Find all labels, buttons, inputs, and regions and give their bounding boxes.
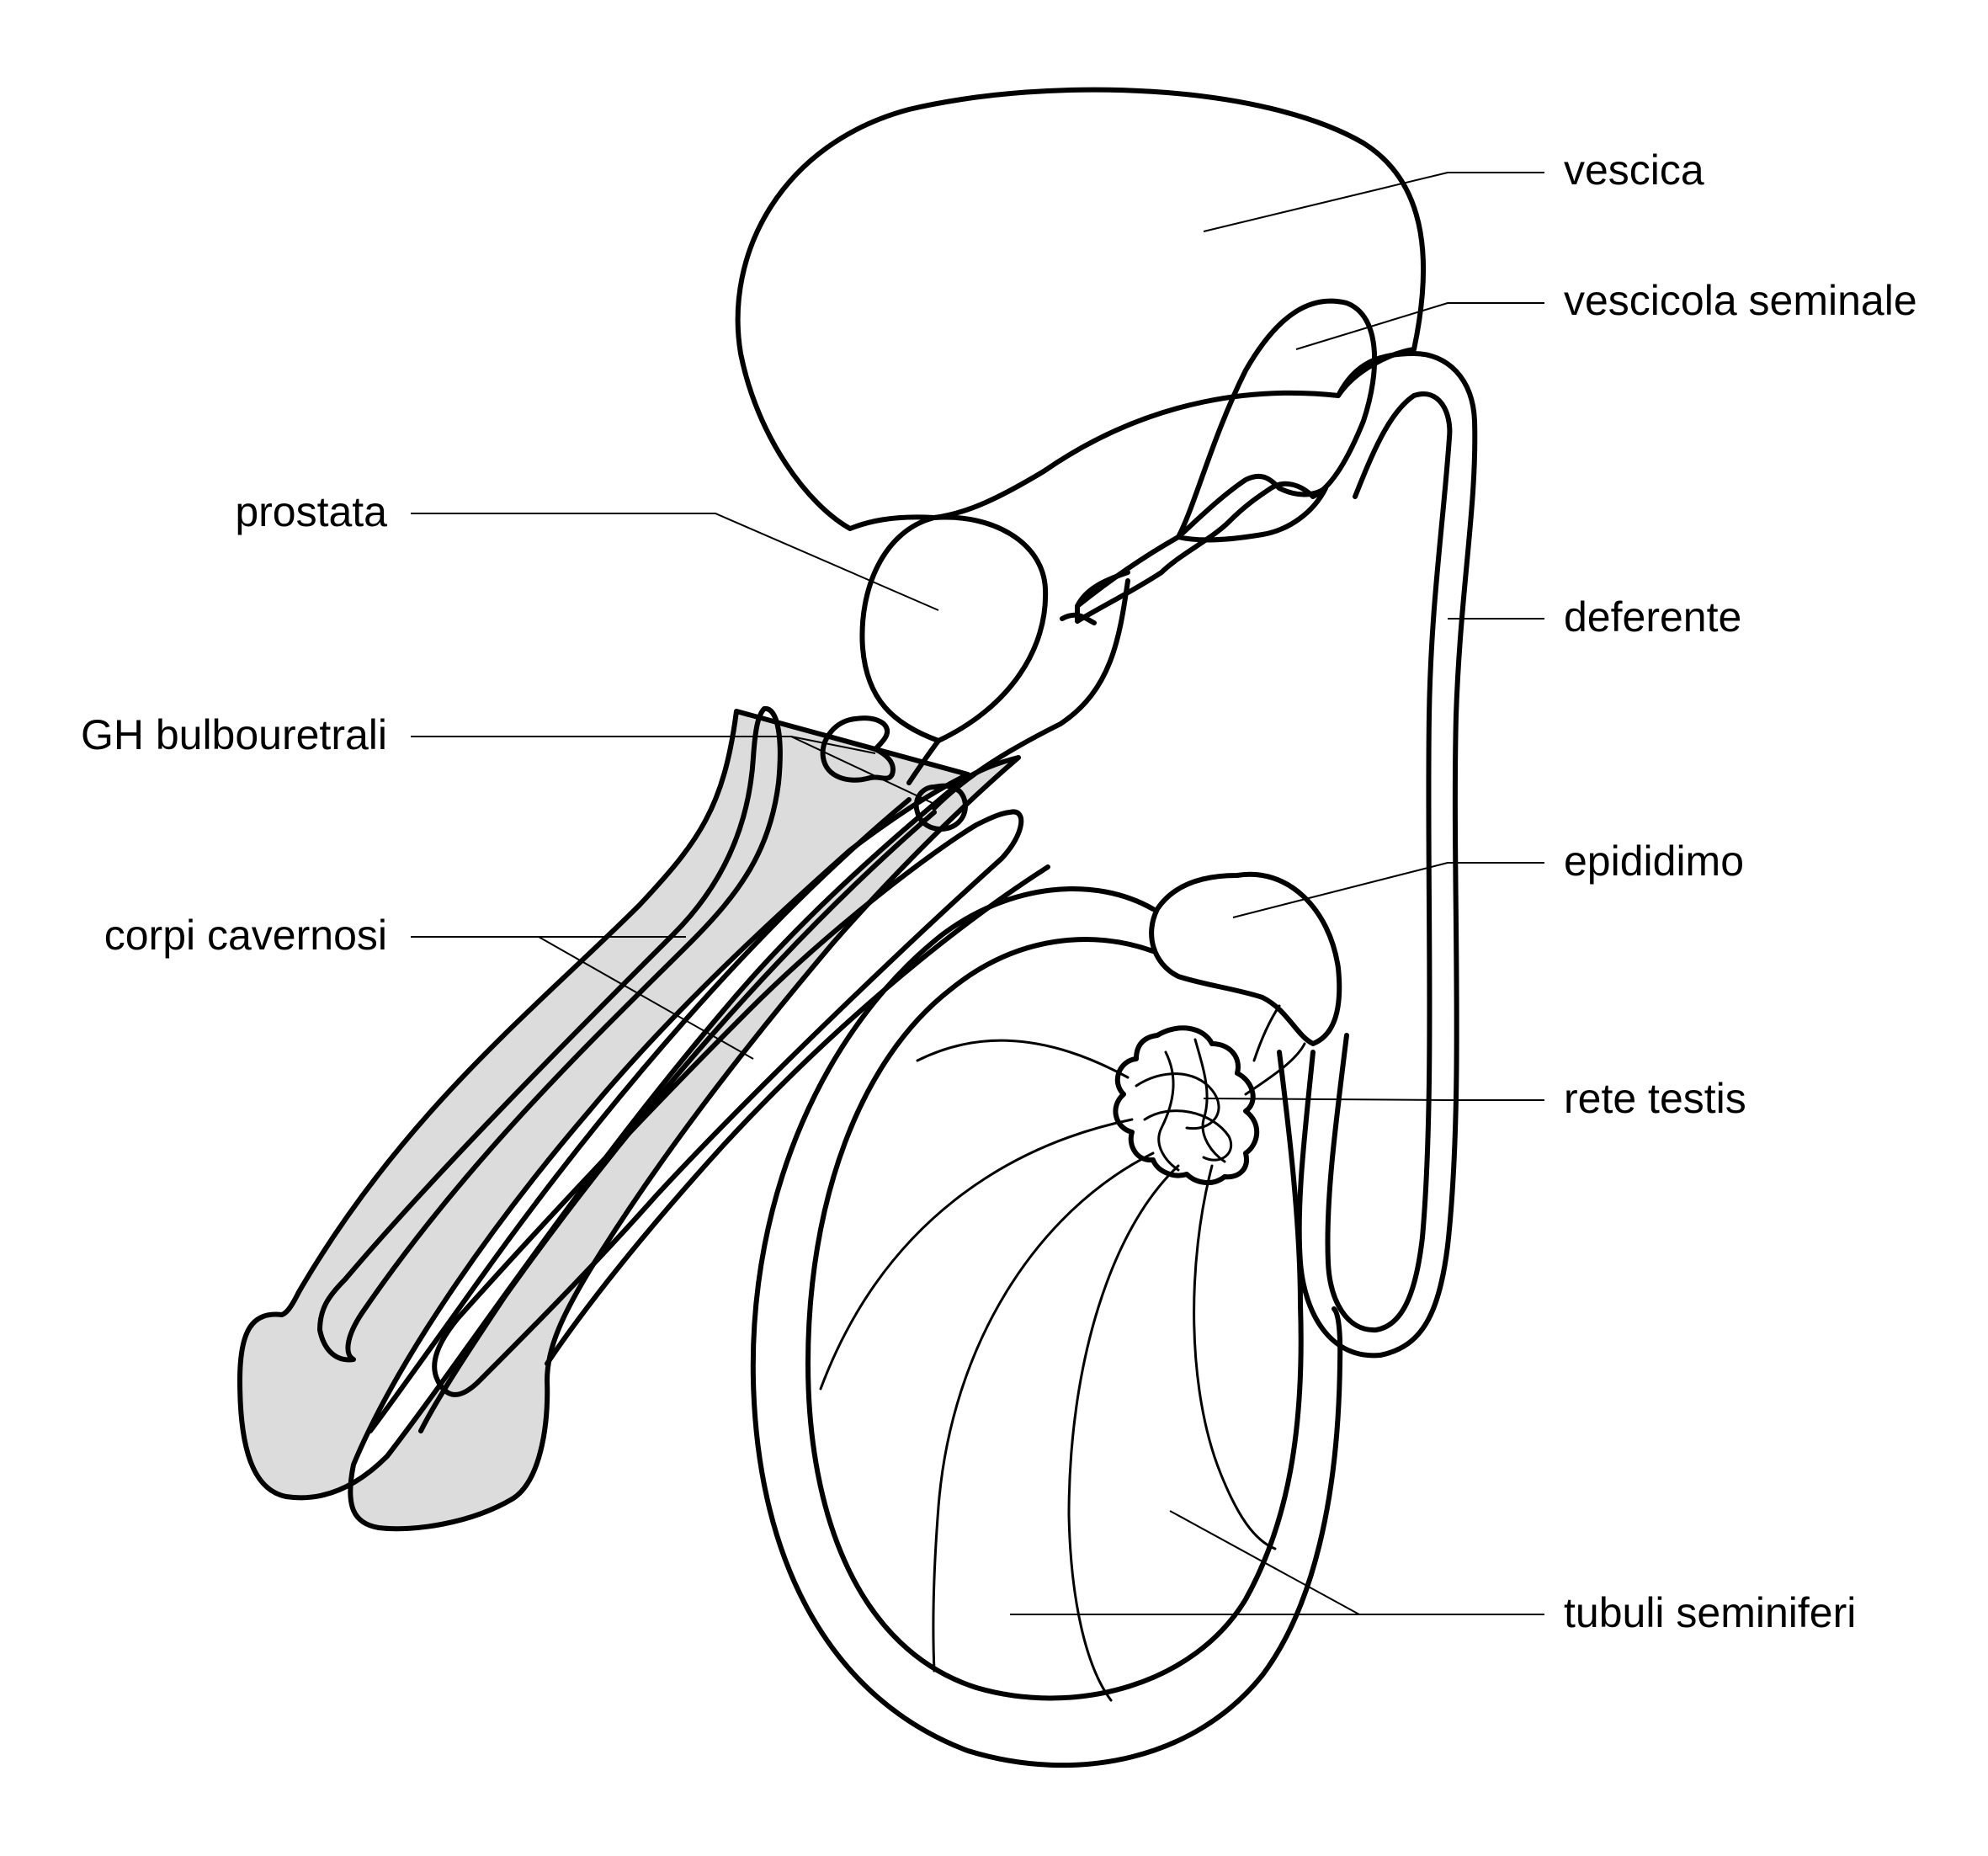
- urethra-line-upper: [368, 797, 912, 1433]
- corpus-inner-left: [317, 706, 783, 1363]
- shaft-lower-edge: [545, 864, 1050, 1366]
- label-tubuli-seminiferi: tubuli seminiferi: [1564, 1589, 1857, 1636]
- corpus-cavernosum-outer: [237, 709, 1021, 1532]
- leader-lines: [411, 172, 1544, 1615]
- ejaculatory-duct-2: [1060, 612, 1097, 625]
- rete-testis-loop-4: [1193, 1038, 1226, 1163]
- leader-corpi-cavernosi-2: [538, 936, 754, 1060]
- vas-deferens-inner: [1325, 391, 1453, 1333]
- tubule-3: [932, 1151, 1155, 1673]
- prostate: [859, 514, 1049, 743]
- bladder: [735, 87, 1427, 531]
- label-rete-testis: rete testis: [1564, 1075, 1746, 1122]
- rete-testis-loop-3: [1157, 1050, 1180, 1172]
- bulbourethral-gland-1: [820, 715, 896, 783]
- seminiferous-tubules: [819, 1004, 1306, 1702]
- urethra-prostatic: [932, 578, 1130, 811]
- tubule-7: [1252, 1004, 1281, 1062]
- label-deferente: deferente: [1564, 593, 1742, 641]
- tubule-5: [1193, 1164, 1277, 1550]
- tubule-1: [916, 1039, 1130, 1079]
- label-corpi-cavernosi: corpi cavernosi: [104, 912, 387, 959]
- bulbourethral-gland-2: [913, 783, 968, 832]
- label-prostata: prostata: [235, 488, 387, 535]
- epididymis: [1149, 871, 1342, 1046]
- tubule-2: [819, 1118, 1134, 1391]
- leader-prostata: [411, 513, 939, 611]
- scrotal-sac: [750, 886, 1343, 1768]
- leader-tubuli-seminiferi-2: [1169, 1510, 1360, 1615]
- rete-testis-loop-1: [1135, 1072, 1220, 1130]
- label-gh-bulbouretrali: GH bulbouretrali: [80, 711, 387, 758]
- leader-rete-testis: [1203, 1098, 1544, 1101]
- tubule-4: [1067, 1164, 1180, 1702]
- label-vescicola-seminale: vescicola seminale: [1564, 277, 1917, 324]
- leader-gh-bulbouretrali-2: [790, 736, 935, 805]
- seminal-vesicle: [1075, 298, 1378, 624]
- rete-testis-loop-2: [1143, 1109, 1233, 1162]
- tubule-6: [1244, 1042, 1306, 1096]
- urethra-prostatic-2: [906, 738, 941, 785]
- urethra-line-lower: [418, 810, 937, 1433]
- vas-deferens-outer: [1296, 351, 1478, 1359]
- leader-vescica: [1203, 172, 1544, 232]
- ejaculatory-duct: [1075, 570, 1130, 609]
- leader-vescicola-seminale: [1295, 302, 1544, 350]
- label-vescica: vescica: [1564, 146, 1704, 194]
- penis-shaft: [237, 706, 1050, 1532]
- rete-testis-outline: [1113, 1025, 1260, 1185]
- leader-epididimo: [1232, 862, 1544, 918]
- testis-inner: [805, 937, 1304, 1701]
- corpus-inner-right: [432, 809, 1024, 1397]
- label-epididimo: epididimo: [1564, 838, 1745, 885]
- rete-testis: [1113, 1025, 1260, 1185]
- seminal-vesicle-inner: [1176, 473, 1328, 543]
